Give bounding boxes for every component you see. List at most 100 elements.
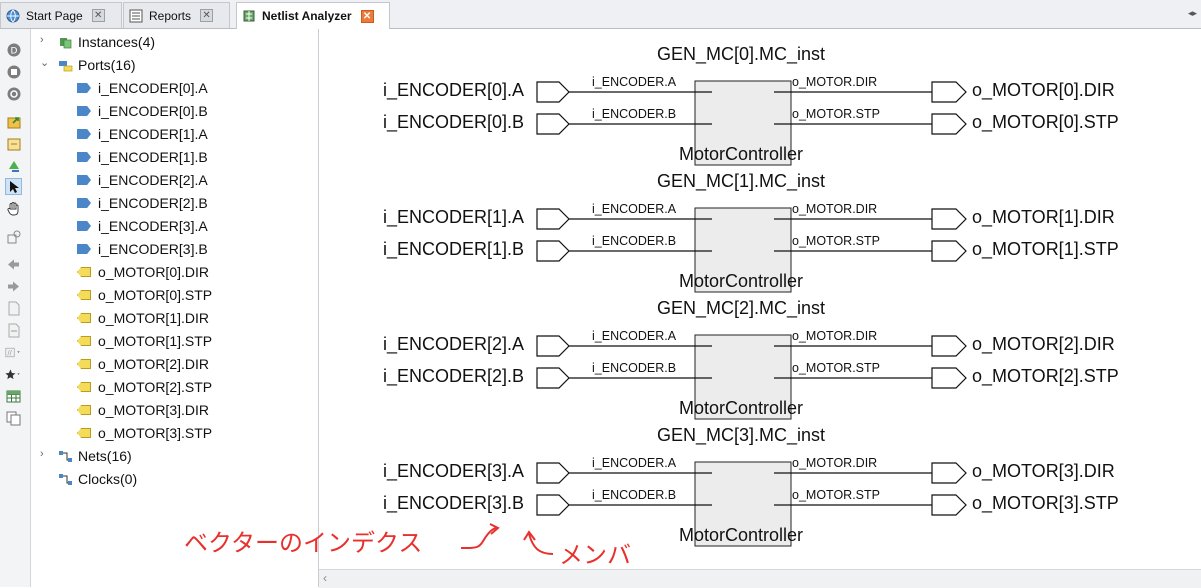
back-arrow-icon[interactable] [5,256,22,273]
tree-node-instances[interactable]: › Instances(4) [40,32,155,52]
tab-reports[interactable]: Reports ✕ [123,2,230,28]
tree-port-output[interactable]: o_MOTOR[3].DIR [77,400,209,420]
output-port-label[interactable]: o_MOTOR[2].STP [972,366,1119,386]
tree-port-output[interactable]: o_MOTOR[1].DIR [77,308,209,328]
tree-label: Instances(4) [78,34,156,50]
input-port-symbol [536,494,570,516]
pin-label-motor-dir: o_MOTOR.DIR [792,329,878,343]
hand-pan-icon[interactable] [5,200,22,217]
instance-name[interactable]: GEN_MC[0].MC_inst [656,44,826,64]
tree-label: i_ENCODER[1].B [98,149,208,165]
output-port-label[interactable]: o_MOTOR[1].DIR [972,207,1115,227]
input-port-label[interactable]: i_ENCODER[2].B [383,366,525,386]
page-icon[interactable] [5,300,22,317]
tree-port-output[interactable]: o_MOTOR[2].STP [77,377,212,397]
instance-block [694,80,792,166]
input-port-label[interactable]: i_ENCODER[0].A [383,80,525,100]
tree-node-ports[interactable]: ⌄ Ports(16) [40,55,136,75]
tree-label: Clocks(0) [78,471,138,487]
zoom-fit-icon[interactable] [5,228,22,245]
output-port-label[interactable]: o_MOTOR[1].STP [972,239,1119,259]
tree-port-input[interactable]: i_ENCODER[2].A [77,170,208,190]
input-port-label[interactable]: i_ENCODER[0].B [383,112,525,132]
horizontal-scrollbar[interactable]: ‹ [319,569,1201,588]
annotation-vector-index: ベクターのインデクス [184,529,423,557]
input-port-icon [77,198,91,208]
star-dropdown-icon[interactable] [5,366,22,383]
chevron-right-icon[interactable]: › [40,34,44,46]
pin-label-encoder-a: i_ENCODER.A [592,456,677,470]
tab-label: Start Page [26,8,83,23]
module-view-icon[interactable] [5,63,22,80]
pin-label-motor-dir: o_MOTOR.DIR [792,75,878,89]
output-port-label[interactable]: o_MOTOR[3].DIR [972,461,1115,481]
tree-label: o_MOTOR[1].STP [98,333,213,349]
scroll-left-icon[interactable]: ‹ [323,571,327,585]
schematic-drawing [536,80,967,547]
import-icon[interactable] [5,135,22,152]
input-port-label[interactable]: i_ENCODER[1].A [383,207,525,227]
design-view-icon[interactable]: D [5,41,22,58]
pin-label-encoder-b: i_ENCODER.B [592,234,677,248]
instance-name[interactable]: GEN_MC[3].MC_inst [656,425,826,445]
pin-label-encoder-b: i_ENCODER.B [592,361,677,375]
output-port-icon [77,290,91,300]
tree-port-input[interactable]: i_ENCODER[1].A [77,124,208,144]
output-port-label[interactable]: o_MOTOR[0].DIR [972,80,1115,100]
instance-name[interactable]: GEN_MC[1].MC_inst [656,171,826,191]
tab-list-arrow-icon[interactable]: ◂▸ [1187,8,1197,18]
table-icon[interactable] [5,388,22,405]
output-port-label[interactable]: o_MOTOR[3].STP [972,493,1119,513]
tree-port-input[interactable]: i_ENCODER[3].B [77,239,208,259]
tree-port-input[interactable]: i_ENCODER[0].A [77,78,208,98]
chevron-right-icon[interactable]: › [40,448,44,460]
tree-label: i_ENCODER[0].B [98,103,208,119]
script-dropdown-icon[interactable]: // [5,344,22,361]
output-port-symbol [931,81,967,103]
close-icon[interactable]: ✕ [91,9,105,22]
annotation-arrow-member [528,533,554,555]
highlight-icon[interactable] [5,157,22,174]
tab-netlist-analyzer[interactable]: Netlist Analyzer ✕ [236,2,390,29]
tree-port-input[interactable]: i_ENCODER[0].B [77,101,208,121]
tree-port-input[interactable]: i_ENCODER[2].B [77,193,208,213]
tree-port-output[interactable]: o_MOTOR[2].DIR [77,354,209,374]
instance-name[interactable]: GEN_MC[2].MC_inst [656,298,826,318]
input-port-symbol [536,240,570,262]
tab-start-page[interactable]: Start Page ✕ [0,2,122,28]
close-icon[interactable]: ✕ [360,9,374,23]
tree-port-output[interactable]: o_MOTOR[3].STP [77,423,212,443]
input-port-label[interactable]: i_ENCODER[3].B [383,493,525,513]
tree-node-nets[interactable]: › Nets(16) [40,446,132,466]
flat-view-icon[interactable] [5,85,22,102]
input-port-icon [77,83,91,93]
tree-label: i_ENCODER[3].B [98,241,208,257]
input-port-icon [77,106,91,116]
input-port-label[interactable]: i_ENCODER[1].B [383,239,525,259]
instance-block [694,207,792,293]
input-port-icon [77,221,91,231]
tab-label: Reports [149,8,192,23]
tree-label: o_MOTOR[0].STP [98,287,213,303]
tree-port-output[interactable]: o_MOTOR[0].DIR [77,262,209,282]
output-port-label[interactable]: o_MOTOR[0].STP [972,112,1119,132]
pin-label-encoder-b: i_ENCODER.B [592,107,677,121]
input-port-label[interactable]: i_ENCODER[2].A [383,334,525,354]
input-port-label[interactable]: i_ENCODER[3].A [383,461,525,481]
page-back-icon[interactable] [5,322,22,339]
tree-node-clocks[interactable]: Clocks(0) [58,469,137,489]
copy-icon[interactable] [5,410,22,427]
tree-port-input[interactable]: i_ENCODER[1].B [77,147,208,167]
annotation-arrows [460,523,554,555]
tree-port-output[interactable]: o_MOTOR[0].STP [77,285,212,305]
forward-arrow-icon[interactable] [5,278,22,295]
tab-label: Netlist Analyzer [262,9,352,23]
select-pointer-icon[interactable] [5,178,22,195]
chevron-down-icon[interactable]: ⌄ [40,57,50,69]
tree-port-output[interactable]: o_MOTOR[1].STP [77,331,212,351]
tree-port-input[interactable]: i_ENCODER[3].A [77,216,208,236]
close-icon[interactable]: ✕ [200,9,214,22]
export-icon[interactable] [5,113,22,130]
output-port-label[interactable]: o_MOTOR[2].DIR [972,334,1115,354]
